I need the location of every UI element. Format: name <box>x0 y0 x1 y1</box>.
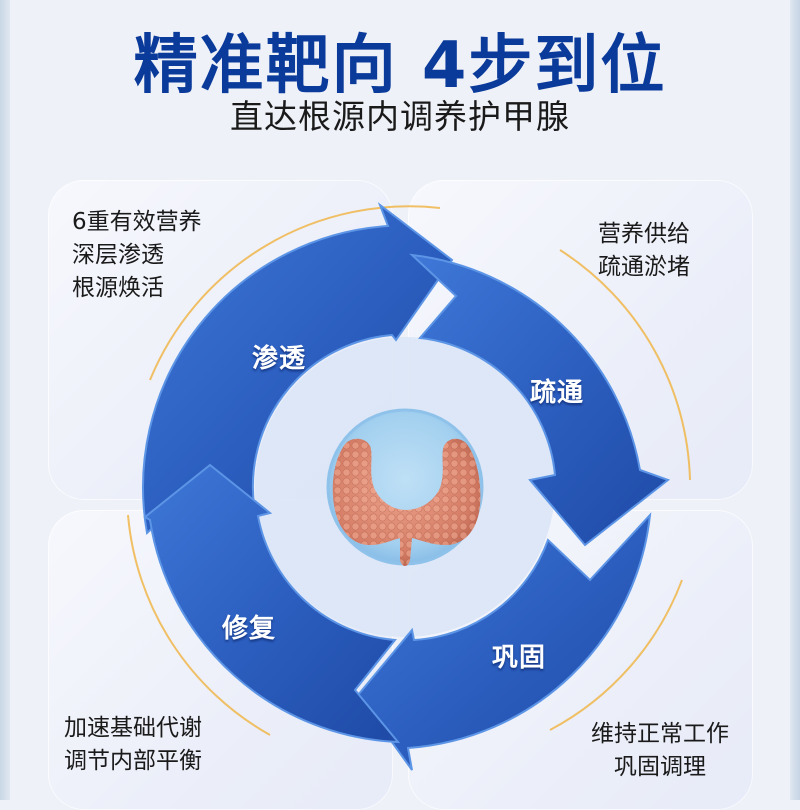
gold-arc <box>127 205 691 736</box>
step-notes-penetrate: 6重有效营养 深层渗透 根源焕活 <box>72 209 202 301</box>
step-label-consolidate: 巩固 <box>492 643 547 673</box>
step-notes-consolidate: 维持正常工作 巩固调理 <box>591 721 729 780</box>
arrow-segment-repair <box>143 463 401 744</box>
step-label-unblock: 疏通 <box>530 378 585 408</box>
thyroid-icon <box>332 438 481 566</box>
arrow-segment-consolidate <box>356 512 652 771</box>
step-notes-repair: 加速基础代谢 调节内部平衡 <box>64 715 202 774</box>
left-edge-strip <box>0 0 10 800</box>
right-edge-strip <box>790 0 800 800</box>
arrow-segment-penetrate <box>142 202 454 535</box>
step-label-penetrate: 渗透 <box>252 344 307 374</box>
step-label-repair: 修复 <box>222 614 277 644</box>
step-notes-unblock: 营养供给 疏通淤堵 <box>598 221 690 280</box>
page-title: 精准靶向 4步到位 <box>133 29 667 103</box>
page-subtitle: 直达根源内调养护甲腺 <box>230 97 570 136</box>
arrow-segment-unblock <box>409 253 671 547</box>
